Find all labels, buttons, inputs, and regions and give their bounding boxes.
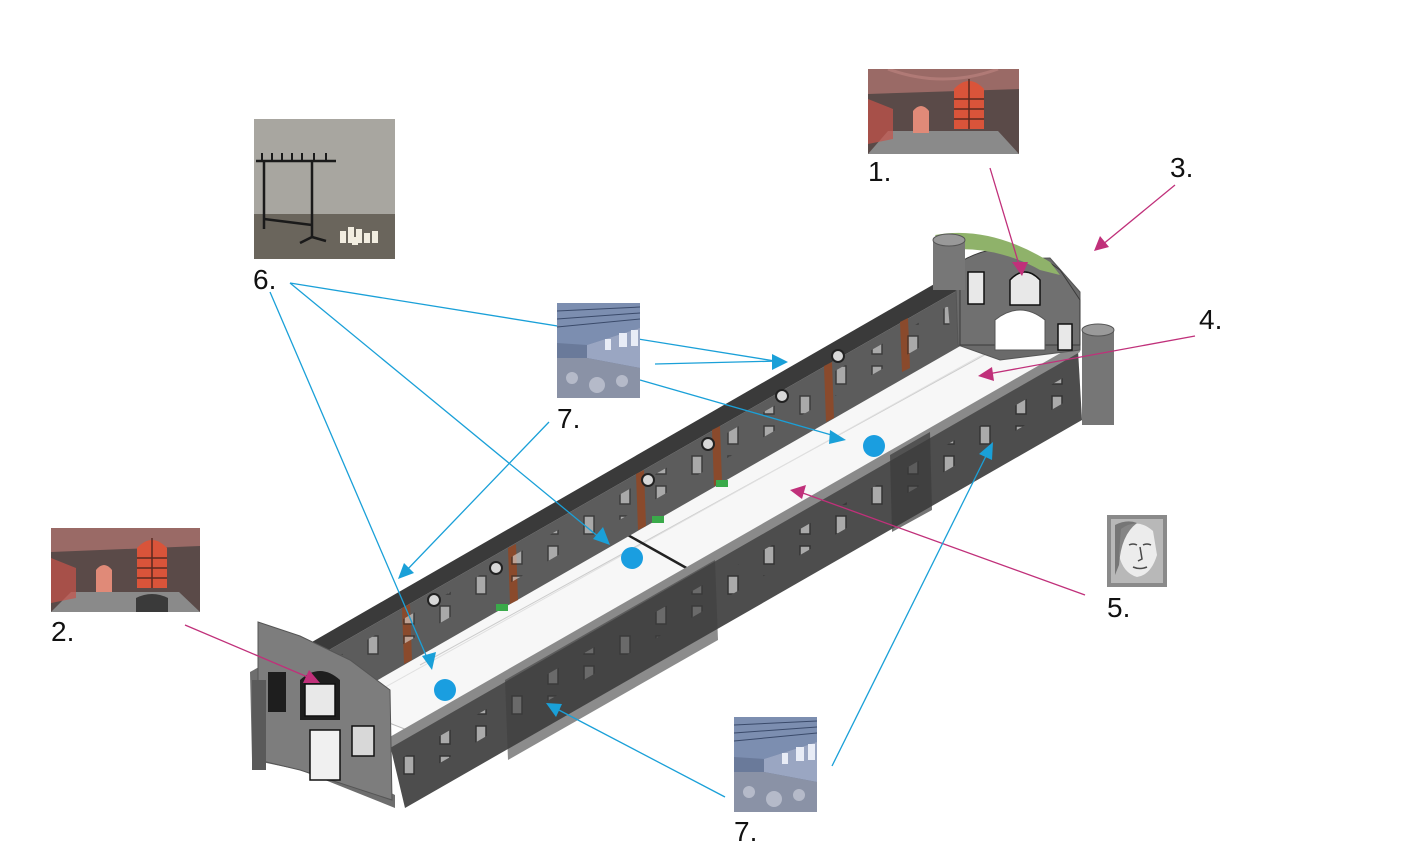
corridor-thumbnail	[734, 717, 817, 812]
callout-label-3: 3.	[1170, 152, 1194, 183]
arched-window-room-thumbnail	[868, 69, 1019, 154]
callout-label-7a: 7.	[557, 403, 581, 434]
callout-label-5: 5.	[1107, 592, 1131, 623]
round-windows	[427, 349, 845, 607]
location-marker	[863, 435, 885, 457]
back-wall-top	[298, 275, 958, 662]
back-wall-windows	[318, 306, 950, 692]
corridor-thumbnail	[557, 303, 640, 398]
right-facade-windows	[967, 271, 1073, 351]
location-marker	[434, 679, 456, 701]
thumbnail-6	[254, 119, 395, 259]
arrow-heads-pink	[303, 236, 1109, 683]
arched-window-room-thumbnail	[51, 528, 200, 612]
arrow-lines-cyan	[269, 282, 989, 798]
location-marker	[621, 547, 643, 569]
location-markers	[434, 435, 885, 701]
front-wall-segment	[890, 432, 932, 532]
floor-line	[379, 344, 1001, 691]
hall-floor	[299, 289, 1081, 736]
callout-label-7b: 7.	[734, 816, 758, 847]
left-corner-pillar	[252, 680, 266, 770]
candle-rack-thumbnail	[254, 119, 395, 259]
left-facade-windows	[268, 671, 375, 781]
callout-label-6: 6.	[253, 264, 277, 295]
right-towers	[932, 233, 1115, 425]
exit-signs	[496, 480, 728, 611]
thumbnail-1	[868, 69, 1019, 154]
front-wall-top	[388, 343, 1080, 748]
callout-label-1: 1.	[868, 156, 892, 187]
thumbnail-5	[1107, 515, 1167, 587]
thumbnail-7b	[734, 717, 817, 812]
right-roof-green	[935, 232, 1060, 275]
thumbnail-7a	[557, 303, 640, 398]
thumbnail-2	[51, 528, 200, 612]
callout-label-4: 4.	[1199, 304, 1223, 335]
callout-label-2: 2.	[51, 616, 75, 647]
portrait-sketch-thumbnail	[1107, 515, 1167, 587]
arrow-heads-cyan	[398, 354, 993, 717]
